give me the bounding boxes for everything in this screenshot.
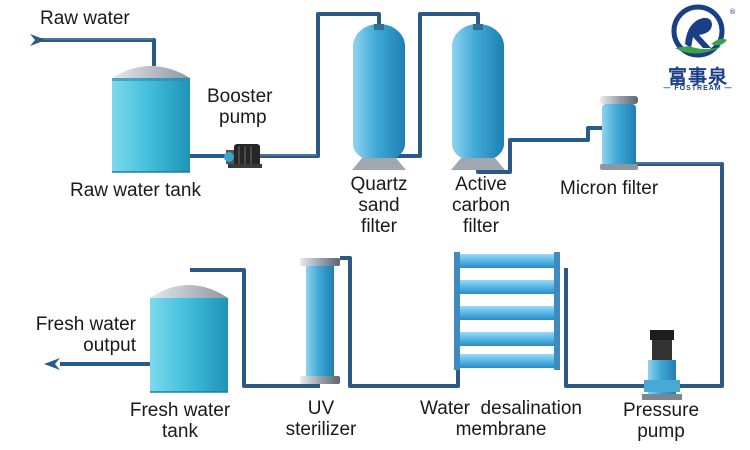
- fresh-water-tank-label: Fresh water tank: [110, 400, 250, 442]
- fresh-tank-line-1: Fresh water: [129, 400, 231, 421]
- quartz-label-line-3: filter: [361, 216, 397, 237]
- fostream-logo: ® 富事泉 — FOSTREAM —: [655, 4, 741, 92]
- carbon-label-line-2: carbon: [451, 195, 511, 216]
- fresh-water-tank-icon: [150, 285, 228, 393]
- pipes: [40, 12, 724, 388]
- brand-name-en-text: FOSTREAM: [674, 85, 722, 92]
- active-carbon-filter-icon: [451, 24, 505, 170]
- carbon-label-line-1: Active: [455, 174, 507, 195]
- pressure-pump-icon: [642, 330, 682, 400]
- micron-filter-label: Micron filter: [560, 178, 659, 199]
- raw-water-tank-label: Raw water tank: [70, 180, 201, 201]
- quartz-label-line-1: Quartz: [350, 174, 408, 195]
- micron-to-pressure-pipe: [636, 162, 724, 388]
- raw-water-tank-icon: [112, 66, 190, 173]
- booster-pump-label-line-1: Booster: [207, 86, 273, 107]
- carbon-to-micron-pipe: [476, 126, 602, 174]
- membrane-line-2: membrane: [455, 419, 547, 440]
- fresh-tank-line-2: tank: [162, 421, 198, 442]
- micron-filter-icon: [600, 96, 638, 170]
- booster-pump-label-line-2: pump: [219, 107, 267, 128]
- quartz-sand-filter-label: Quartz sand filter: [330, 174, 428, 237]
- pressure-pump-label: Pressure pump: [606, 400, 716, 442]
- fresh-output-line-2: output: [83, 335, 136, 356]
- membrane-to-uv-pipe: [340, 256, 460, 388]
- uv-line-2: sterilizer: [285, 419, 357, 440]
- membrane-line-1: Water desalination: [420, 398, 582, 419]
- active-carbon-filter-label: Active carbon filter: [432, 174, 530, 237]
- raw-water-label: Raw water: [40, 8, 130, 29]
- raw-water-inlet-pipe: [40, 38, 156, 66]
- quartz-sand-filter-icon: [352, 24, 406, 170]
- fresh-water-output-label: Fresh water output: [2, 314, 136, 356]
- desalination-membrane-icon: [454, 252, 560, 370]
- uv-to-fresh-tank-pipe: [190, 268, 320, 388]
- quartz-label-line-2: sand: [358, 195, 400, 216]
- carbon-label-line-3: filter: [463, 216, 499, 237]
- pressure-line-2: pump: [637, 421, 685, 442]
- brand-name-en: — FOSTREAM —: [663, 85, 733, 92]
- uv-sterilizer-label: UV sterilizer: [266, 398, 376, 440]
- uv-line-1: UV: [307, 398, 335, 419]
- pipe-highlights: [40, 38, 721, 164]
- pressure-to-membrane-pipe: [564, 268, 648, 388]
- registered-mark: ®: [729, 8, 736, 16]
- booster-pump-label: Booster pump: [207, 86, 272, 128]
- fresh-output-line-1: Fresh water: [35, 314, 136, 335]
- fostream-logo-mark-icon: ®: [671, 4, 736, 58]
- booster-pump-icon: [224, 144, 262, 168]
- quartz-to-carbon-pipe: [379, 12, 480, 158]
- raw-water-inlet-arrow-icon: [30, 34, 46, 46]
- pressure-line-1: Pressure: [622, 400, 700, 421]
- fresh-water-output-arrow-icon: [44, 358, 60, 370]
- uv-sterilizer-icon: [300, 258, 340, 384]
- water-desalination-membrane-label: Water desalination membrane: [392, 398, 610, 440]
- pump-to-quartz-pipe: [258, 12, 381, 158]
- brand-name-cn: 富事泉: [667, 66, 728, 88]
